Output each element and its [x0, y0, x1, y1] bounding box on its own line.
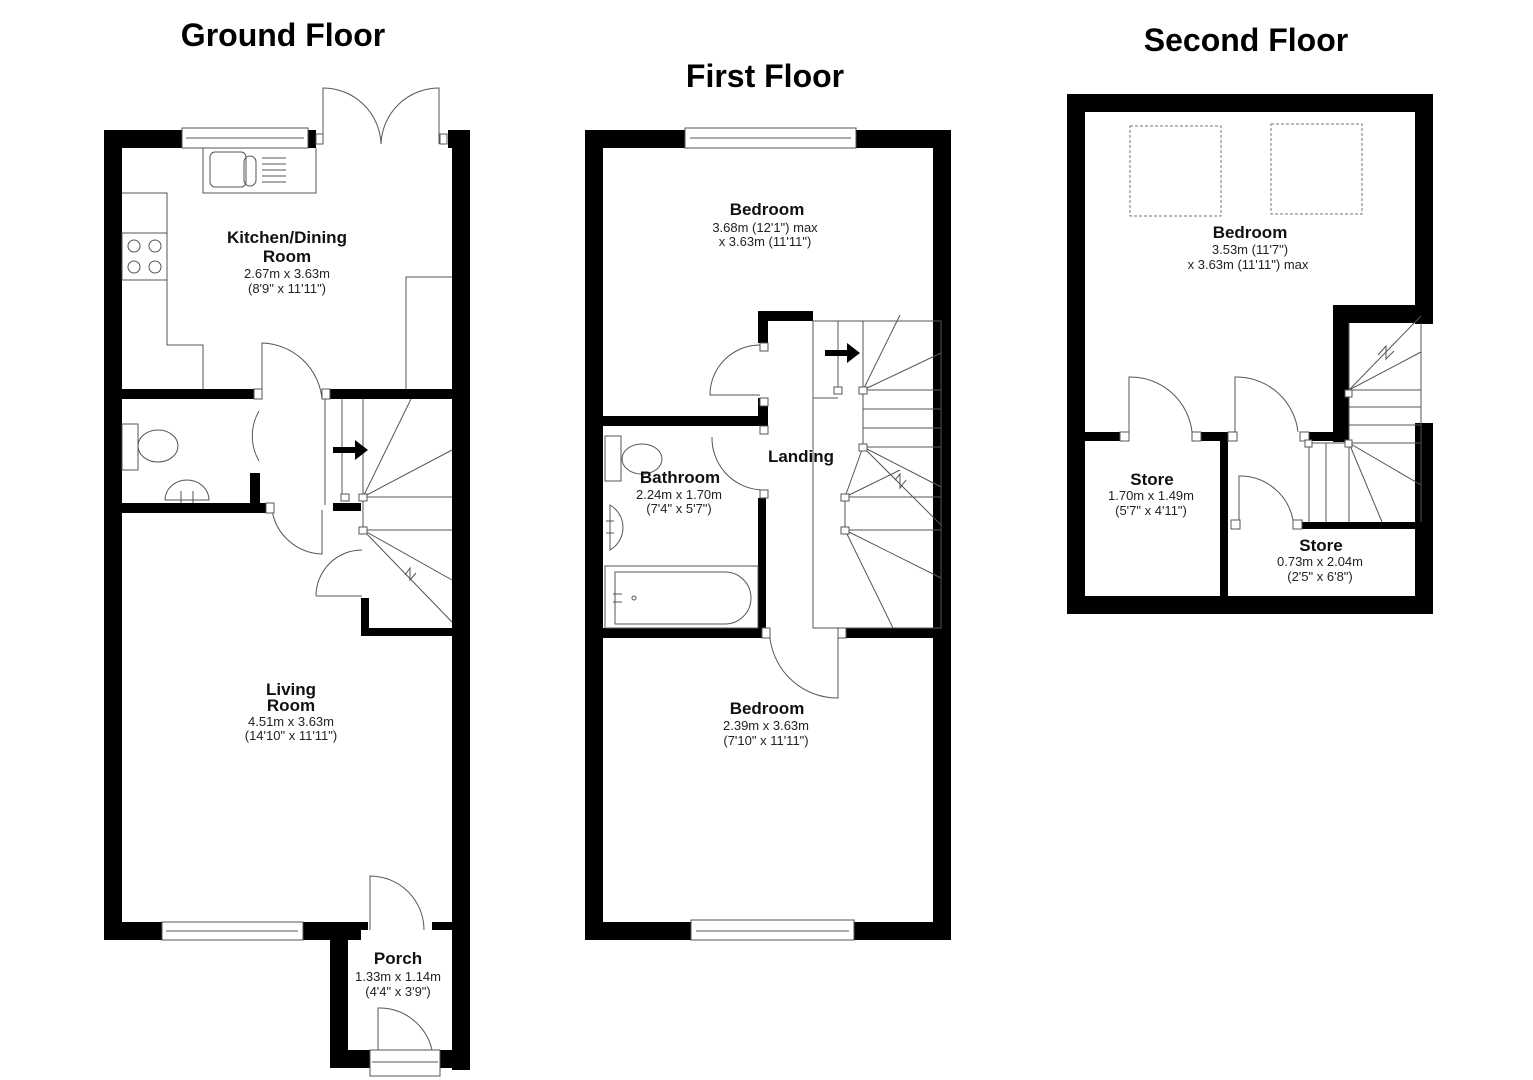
svg-text:Store: Store — [1130, 470, 1173, 489]
svg-text:(14'10" x 11'11"): (14'10" x 11'11") — [245, 728, 338, 743]
svg-text:Room: Room — [267, 696, 315, 715]
svg-text:(2'5" x 6'8"): (2'5" x 6'8") — [1287, 569, 1353, 584]
svg-text:1.70m x 1.49m: 1.70m x 1.49m — [1108, 488, 1194, 503]
svg-text:Bedroom: Bedroom — [730, 699, 805, 718]
arrow-right-icon — [825, 343, 860, 363]
svg-text:2.67m x 3.63m: 2.67m x 3.63m — [244, 266, 330, 281]
second-floor: Second Floor — [1067, 22, 1433, 614]
svg-text:(5'7" x 4'11"): (5'7" x 4'11") — [1115, 503, 1187, 518]
svg-text:Store: Store — [1299, 536, 1342, 555]
bathroom-fittings — [604, 435, 759, 629]
first-floor-doors — [709, 342, 847, 699]
kitchen-fittings — [121, 148, 452, 389]
room-second-bedroom: Bedroom 3.53m (11'7") x 3.63m (11'11") m… — [1188, 223, 1309, 272]
second-floor-walls — [1067, 94, 1433, 614]
first-floor-title: First Floor — [686, 58, 844, 94]
svg-text:Bedroom: Bedroom — [1213, 223, 1288, 242]
svg-text:3.68m (12'1") max: 3.68m (12'1") max — [712, 220, 818, 235]
svg-text:3.53m (11'7"): 3.53m (11'7") — [1212, 242, 1288, 257]
svg-text:Bedroom: Bedroom — [730, 200, 805, 219]
svg-text:Room: Room — [263, 247, 311, 266]
ground-floor-title: Ground Floor — [181, 17, 385, 53]
room-store-left: Store 1.70m x 1.49m (5'7" x 4'11") — [1108, 470, 1194, 518]
first-floor-stairs — [812, 314, 942, 629]
room-first-bedroom-front: Bedroom 3.68m (12'1") max x 3.63m (11'11… — [712, 200, 818, 249]
svg-text:x 3.63m (11'11") max: x 3.63m (11'11") max — [1188, 257, 1309, 272]
ground-floor: Ground Floor — [104, 17, 470, 1077]
room-landing: Landing — [768, 447, 834, 466]
first-floor-walls — [585, 130, 951, 940]
svg-text:Kitchen/Dining: Kitchen/Dining — [227, 228, 347, 247]
svg-text:Bathroom: Bathroom — [640, 468, 720, 487]
svg-text:Porch: Porch — [374, 949, 422, 968]
room-kitchen-dining: Kitchen/Dining Room 2.67m x 3.63m (8'9" … — [227, 228, 347, 296]
second-floor-doors — [1119, 376, 1310, 530]
room-store-right: Store 0.73m x 2.04m (2'5" x 6'8") — [1277, 536, 1363, 584]
svg-text:(7'4" x 5'7"): (7'4" x 5'7") — [646, 501, 712, 516]
velux-window-right — [1270, 123, 1363, 215]
svg-text:x 3.63m (11'11"): x 3.63m (11'11") — [719, 234, 812, 249]
svg-text:0.73m x 2.04m: 0.73m x 2.04m — [1277, 554, 1363, 569]
ground-floor-windows — [161, 127, 441, 1077]
room-bathroom: Bathroom 2.24m x 1.70m (7'4" x 5'7") — [636, 468, 722, 516]
svg-text:2.39m x 3.63m: 2.39m x 3.63m — [723, 718, 809, 733]
french-doors — [315, 87, 448, 145]
svg-text:(4'4" x 3'9"): (4'4" x 3'9") — [365, 984, 431, 999]
room-porch: Porch 1.33m x 1.14m (4'4" x 3'9") — [355, 949, 441, 999]
ground-floor-walls — [104, 130, 470, 1070]
ground-floor-doors — [251, 342, 433, 1051]
room-living-room: Living Room 4.51m x 3.63m (14'10" x 11'1… — [245, 680, 338, 743]
svg-text:(8'9" x 11'11"): (8'9" x 11'11") — [248, 281, 326, 296]
svg-text:Landing: Landing — [768, 447, 834, 466]
svg-text:(7'10" x 11'11"): (7'10" x 11'11") — [723, 733, 808, 748]
svg-text:2.24m x 1.70m: 2.24m x 1.70m — [636, 487, 722, 502]
second-floor-title: Second Floor — [1144, 22, 1348, 58]
svg-text:1.33m x 1.14m: 1.33m x 1.14m — [355, 969, 441, 984]
arrow-right-icon — [333, 440, 368, 460]
first-floor: First Floor — [585, 58, 951, 941]
ground-floor-stairs — [324, 398, 453, 623]
wc-fittings — [121, 423, 210, 503]
room-first-bedroom-rear: Bedroom 2.39m x 3.63m (7'10" x 11'11") — [723, 699, 809, 748]
svg-text:4.51m x 3.63m: 4.51m x 3.63m — [248, 714, 334, 729]
second-floor-stairs — [1304, 315, 1422, 523]
velux-window-left — [1129, 125, 1222, 217]
svg-text:Living: Living — [266, 680, 316, 699]
first-floor-windows — [684, 127, 857, 941]
roof-windows — [1129, 123, 1363, 217]
